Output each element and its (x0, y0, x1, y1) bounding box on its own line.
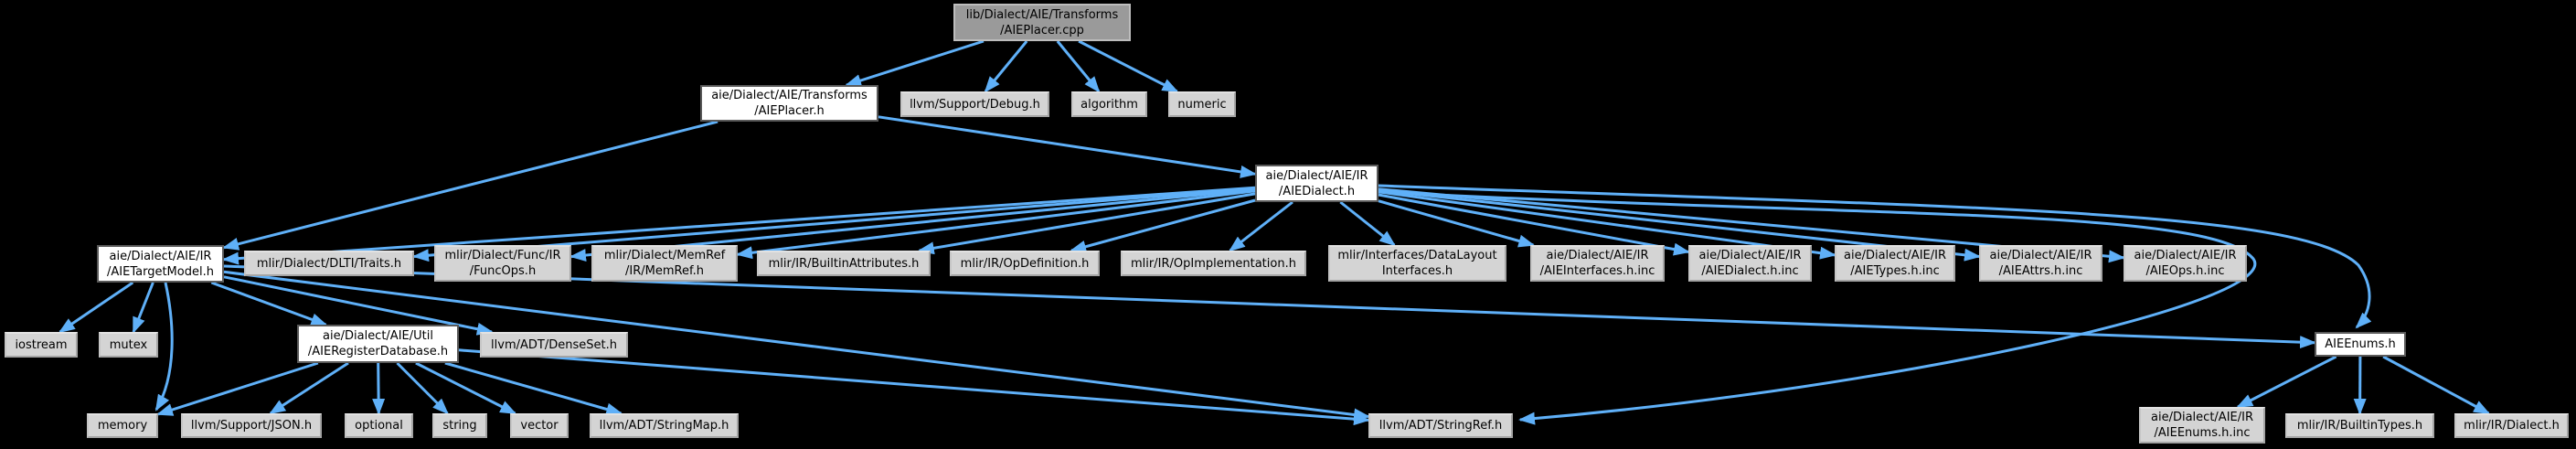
edge-aieregisterdatabase-h-json-h (269, 361, 349, 415)
edge-aieregisterdatabase-h-string (396, 361, 449, 415)
node-mlir-dialect-h: mlir/IR/Dialect.h (2454, 413, 2569, 438)
edge-aietargetmodel-h-mutex (132, 282, 154, 334)
edge-aiedialect-h-opimplementation-h (1229, 200, 1293, 252)
edge-aiedialect-h-aiedialect-h-inc (1378, 193, 1690, 256)
edge-aietargetmodel-h-memory (154, 282, 174, 412)
edge-aieregisterdatabase-h-vector (415, 361, 517, 415)
node-numeric: numeric (1168, 91, 1236, 117)
node-optional: optional (345, 413, 413, 438)
node-iostream: iostream (5, 332, 78, 358)
edge-aiedialect-h-datalayoutinterfaces-h (1339, 200, 1396, 247)
edge-aiedialect-h-opdefinition-h (1070, 198, 1256, 253)
edge-aiedialect-h-builtinattributes-h (917, 192, 1256, 255)
edge-aieplacer-cpp-aieplacer-h (845, 39, 985, 87)
node-dlti-traits-h: mlir/Dialect/DLTI/Traits.h (244, 251, 414, 276)
edge-aiedialect-h-aietargetmodel-h (222, 186, 1256, 265)
edge-aietargetmodel-h-aieenums-h (223, 264, 2316, 349)
node-builtinattributes-h: mlir/IR/BuiltinAttributes.h (757, 251, 931, 276)
edge-aieenums-h-aieenums-h-inc (2236, 355, 2337, 409)
node-aieattrs-h-inc: aie/Dialect/AIE/IR /AIEAttrs.h.inc (1979, 245, 2102, 282)
edge-aieplacer-h-aiedialect-h (878, 115, 1257, 178)
node-aieenums-h-inc: aie/Dialect/AIE/IR /AIEEnums.h.inc (2139, 407, 2265, 444)
node-denseset-h: llvm/ADT/DenseSet.h (480, 332, 628, 358)
edge-aieplacer-cpp-algorithm (1056, 40, 1101, 93)
edge-aietargetmodel-h-aieregisterdatabase-h (210, 281, 328, 326)
node-aieops-h-inc: aie/Dialect/AIE/IR /AIEOps.h.inc (2124, 245, 2247, 282)
edge-aieregisterdatabase-h-optional (372, 362, 386, 415)
edge-aieplacer-cpp-debug-h (984, 40, 1028, 93)
edge-aietargetmodel-h-denseset-h (223, 275, 494, 336)
node-opimplementation-h: mlir/IR/OpImplementation.h (1121, 251, 1306, 276)
node-aieinterfaces-h-inc: aie/Dialect/AIE/IR /AIEInterfaces.h.inc (1530, 245, 1665, 282)
node-memref-h: mlir/Dialect/MemRef /IR/MemRef.h (591, 245, 738, 282)
node-stringref-h: llvm/ADT/StringRef.h (1368, 413, 1513, 438)
edge-aieregisterdatabase-h-stringmap-h (444, 361, 623, 416)
node-aiedialect-h[interactable]: aie/Dialect/AIE/IR /AIEDialect.h (1255, 165, 1378, 202)
node-builtintypes-h: mlir/IR/BuiltinTypes.h (2285, 413, 2434, 438)
edge-aieplacer-cpp-numeric (1078, 39, 1179, 93)
node-aietypes-h-inc: aie/Dialect/AIE/IR /AIETypes.h.inc (1835, 245, 1955, 282)
edge-aiedialect-h-stringref-h (1378, 190, 2257, 425)
edge-aieregisterdatabase-h-memory (156, 361, 319, 416)
node-datalayoutinterfaces-h: mlir/Interfaces/DataLayout Interfaces.h (1328, 245, 1506, 282)
node-aieplacer-cpp: lib/Dialect/AIE/Transforms /AIEPlacer.cp… (953, 4, 1131, 41)
node-stringmap-h: llvm/ADT/StringMap.h (590, 413, 739, 438)
node-vector: vector (510, 413, 569, 438)
edge-aieregisterdatabase-h-stringref-h (458, 348, 1370, 426)
edge-aieenums-h-mlir-dialect-h (2382, 355, 2491, 415)
node-mutex: mutex (99, 332, 158, 358)
node-debug-h: llvm/Support/Debug.h (900, 91, 1049, 117)
node-string: string (432, 413, 487, 438)
node-funcops-h: mlir/Dialect/Func/IR /FuncOps.h (434, 245, 571, 282)
node-opdefinition-h: mlir/IR/OpDefinition.h (950, 251, 1100, 276)
node-aieenums-h[interactable]: AIEEnums.h (2315, 332, 2406, 357)
edge-aiedialect-h-aieinterfaces-h-inc (1378, 199, 1536, 248)
node-algorithm: algorithm (1071, 91, 1147, 117)
edge-aietargetmodel-h-stringref-h (223, 270, 1370, 422)
edge-aiedialect-h-memref-h (736, 189, 1256, 260)
node-aieregisterdatabase-h[interactable]: aie/Dialect/AIE/Util /AIERegisterDatabas… (297, 325, 459, 363)
edge-aieplacer-h-aietargetmodel-h (222, 120, 719, 251)
node-aiedialect-h-inc: aie/Dialect/AIE/IR /AIEDialect.h.inc (1688, 245, 1812, 282)
edge-aietargetmodel-h-iostream (58, 281, 134, 334)
node-json-h: llvm/Support/JSON.h (181, 413, 322, 438)
edge-aiedialect-h-aietypes-h-inc (1378, 190, 1836, 260)
node-aieplacer-h[interactable]: aie/Dialect/AIE/Transforms /AIEPlacer.h (700, 85, 878, 122)
node-aietargetmodel-h[interactable]: aie/Dialect/AIE/IR /AIETargetModel.h (97, 245, 224, 283)
node-memory: memory (87, 413, 158, 438)
edge-aiedialect-h-aieenums-h (1378, 184, 2372, 329)
